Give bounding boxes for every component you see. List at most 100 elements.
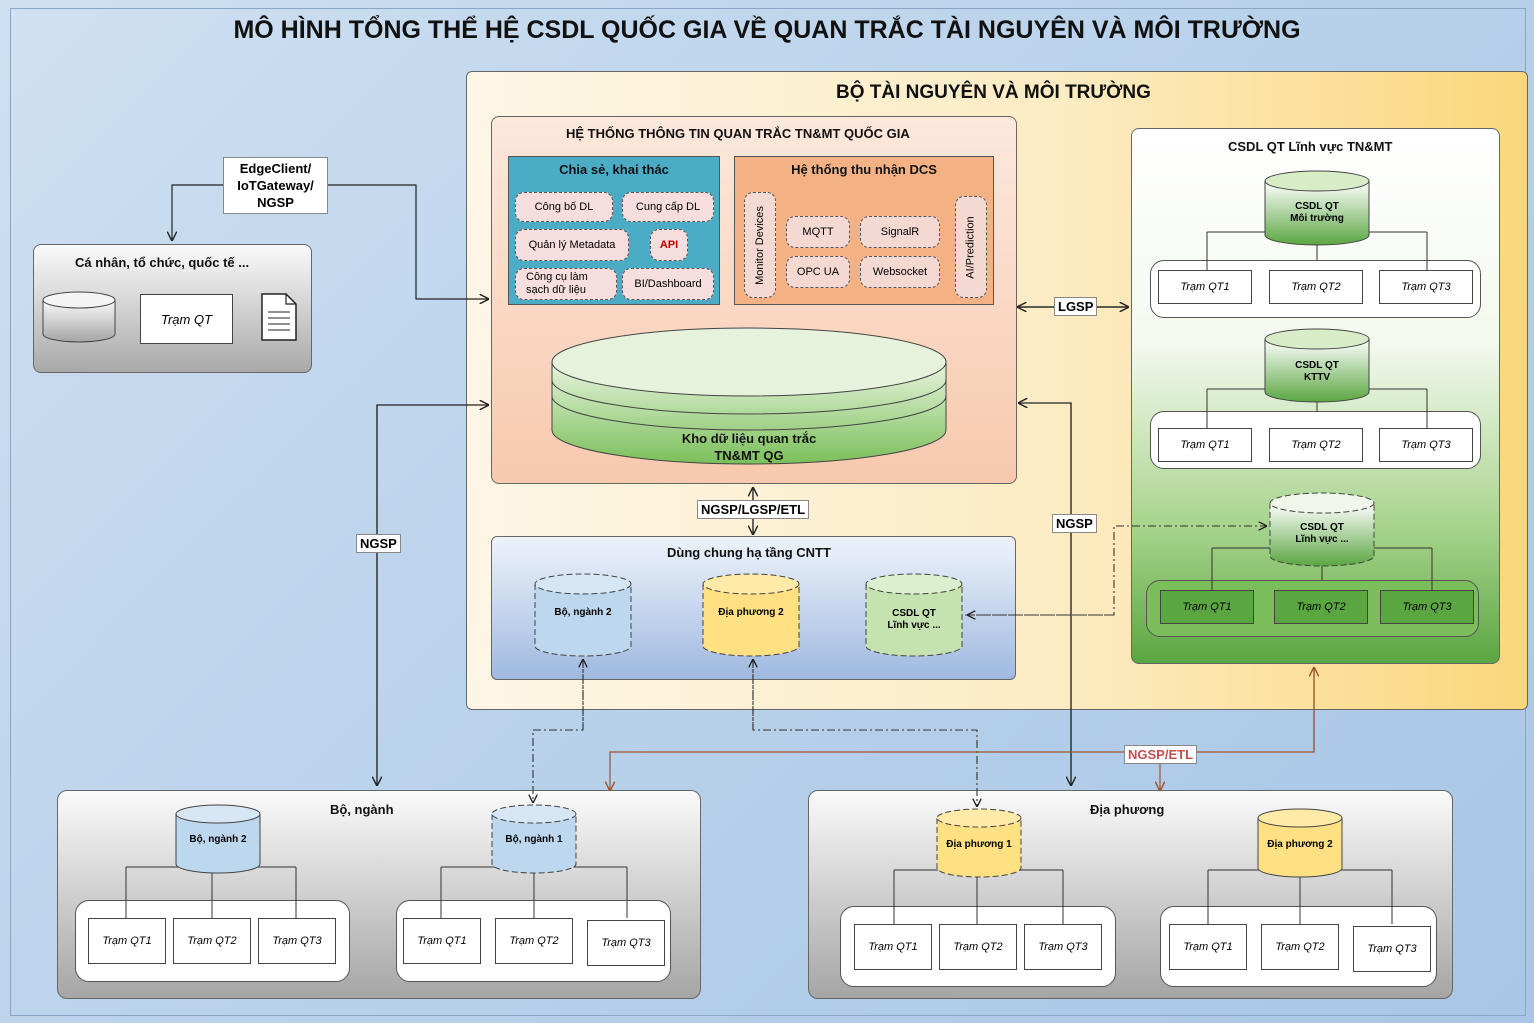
station: Trạm QT2 — [495, 918, 573, 964]
station: Trạm QT1 — [1160, 590, 1254, 624]
station: Trạm QT2 — [1261, 924, 1339, 970]
ministry-db-1: Bộ, ngành 1 — [492, 834, 576, 846]
sharing-title: Chia sẻ, khai thác — [559, 162, 669, 177]
ngsp-etl-label: NGSP/ETL — [1124, 745, 1198, 764]
ministry-db-1-label: Bộ, ngành 1 — [505, 834, 563, 845]
station: Trạm QT1 — [1158, 270, 1252, 304]
station-label: Trạm QT1 — [417, 935, 467, 947]
opc-ua-pill: OPC UA — [786, 256, 850, 288]
ai-prediction-pill: AI/Prediction — [955, 196, 987, 298]
station: Trạm QT1 — [1169, 924, 1247, 970]
station: Trạm QT2 — [173, 918, 251, 964]
station-label: Trạm QT2 — [1275, 941, 1325, 953]
metadata-pill: Quản lý Metadata — [515, 229, 629, 261]
individuals-station: Trạm QT — [140, 294, 233, 344]
opc-ua-label: OPC UA — [796, 265, 840, 278]
api-label: API — [659, 238, 679, 251]
shared-db-ministry2-label: Bộ, ngành 2 — [554, 607, 612, 618]
websocket-label: Websocket — [872, 265, 928, 278]
dcs-title: Hệ thống thu nhận DCS — [791, 162, 937, 177]
national-system-title: HỆ THỐNG THÔNG TIN QUAN TRẮC TN&MT QUỐC … — [566, 126, 910, 141]
station-label: Trạm QT3 — [1402, 601, 1452, 613]
station-label: Trạm QT2 — [187, 935, 237, 947]
mqtt-pill: MQTT — [786, 216, 850, 248]
warehouse-label-2: TN&MT QG — [714, 448, 784, 463]
station: Trạm QT3 — [1379, 270, 1473, 304]
provide-data-pill: Cung cấp DL — [622, 192, 714, 222]
websocket-pill: Websocket — [860, 256, 940, 288]
station-label: Trạm QT2 — [1291, 281, 1341, 293]
lgsp-label: LGSP — [1054, 297, 1098, 316]
station: Trạm QT1 — [1158, 428, 1252, 462]
publish-data-pill: Công bố DL — [515, 192, 613, 222]
signalr-label: SignalR — [880, 225, 920, 238]
station: Trạm QT1 — [88, 918, 166, 964]
station-label: Trạm QT3 — [272, 935, 322, 947]
ministry-db-2: Bộ, ngành 2 — [176, 834, 260, 846]
station: Trạm QT3 — [1353, 926, 1431, 972]
monitor-devices-label: Monitor Devices — [753, 205, 766, 285]
station: Trạm QT3 — [1380, 590, 1474, 624]
station: Trạm QT2 — [1269, 270, 1363, 304]
bi-dashboard-pill: BI/Dashboard — [622, 268, 714, 300]
edge-line-1: EdgeClient/ — [239, 161, 312, 176]
sector-db-other-label: CSDL QT Lĩnh vực ... — [1295, 522, 1349, 545]
locality-db-1-label: Địa phương 1 — [946, 839, 1012, 850]
station-label: Trạm QT2 — [1291, 439, 1341, 451]
locality-db-2-label: Địa phương 2 — [1267, 839, 1333, 850]
station: Trạm QT2 — [939, 924, 1017, 970]
shared-db-sector-label: CSDL QT Lĩnh vực ... — [887, 608, 941, 631]
edge-line-2: IoTGateway/ — [237, 178, 314, 193]
ministries-title: Bộ, ngành — [330, 802, 394, 817]
station: Trạm QT3 — [258, 918, 336, 964]
data-cleaning-label: Công cụ làm sạch dữ liệu — [526, 271, 588, 296]
station: Trạm QT1 — [854, 924, 932, 970]
sector-db-env: CSDL QT Môi trường — [1265, 201, 1369, 225]
monitor-devices-pill: Monitor Devices — [744, 192, 776, 298]
mqtt-label: MQTT — [802, 225, 834, 238]
station-label: Trạm QT1 — [1183, 941, 1233, 953]
station-label: Trạm QT2 — [1296, 601, 1346, 613]
station-label: Trạm QT1 — [1182, 601, 1232, 613]
station: Trạm QT2 — [1274, 590, 1368, 624]
station-label: Trạm QT3 — [1038, 941, 1088, 953]
locality-db-2: Địa phương 2 — [1258, 839, 1342, 851]
edge-client-label: EdgeClient/ IoTGateway/ NGSP — [223, 157, 328, 214]
ministry-db-2-label: Bộ, ngành 2 — [189, 834, 247, 845]
data-cleaning-pill: Công cụ làm sạch dữ liệu — [515, 268, 617, 300]
sector-db-kttv: CSDL QT KTTV — [1265, 360, 1369, 384]
individuals-station-label: Trạm QT — [160, 311, 213, 327]
station: Trạm QT3 — [587, 920, 665, 966]
shared-db-sector: CSDL QT Lĩnh vực ... — [866, 608, 962, 632]
station-label: Trạm QT3 — [601, 937, 651, 949]
station-label: Trạm QT1 — [1180, 281, 1230, 293]
station: Trạm QT2 — [1269, 428, 1363, 462]
station: Trạm QT3 — [1379, 428, 1473, 462]
signalr-pill: SignalR — [860, 216, 940, 248]
station-label: Trạm QT1 — [1180, 439, 1230, 451]
shared-infra-title: Dùng chung hạ tầng CNTT — [667, 545, 831, 560]
metadata-label: Quản lý Metadata — [528, 238, 616, 251]
ministry-title: BỘ TÀI NGUYÊN VÀ MÔI TRƯỜNG — [836, 82, 1151, 103]
provide-data-label: Cung cấp DL — [635, 200, 701, 213]
ngsp-right-label: NGSP — [1052, 514, 1097, 533]
sector-db-kttv-label: CSDL QT KTTV — [1295, 360, 1339, 383]
station-label: Trạm QT3 — [1367, 943, 1417, 955]
station-label: Trạm QT2 — [509, 935, 559, 947]
station-label: Trạm QT1 — [868, 941, 918, 953]
sector-db-other: CSDL QT Lĩnh vực ... — [1270, 522, 1374, 546]
station: Trạm QT3 — [1024, 924, 1102, 970]
ngsp-left-label: NGSP — [356, 534, 401, 553]
ai-prediction-label: AI/Prediction — [964, 215, 977, 279]
station-label: Trạm QT3 — [1401, 281, 1451, 293]
publish-data-label: Công bố DL — [534, 200, 594, 213]
sector-db-env-label: CSDL QT Môi trường — [1290, 201, 1344, 224]
shared-db-locality2-label: Địa phương 2 — [718, 607, 784, 618]
ngsp-lgsp-etl-label: NGSP/LGSP/ETL — [697, 500, 810, 519]
edge-line-3: NGSP — [257, 195, 294, 210]
station: Trạm QT1 — [403, 918, 481, 964]
shared-db-locality2: Địa phương 2 — [703, 607, 799, 619]
individuals-title: Cá nhân, tổ chức, quốc tế ... — [75, 255, 250, 270]
station-label: Trạm QT2 — [953, 941, 1003, 953]
localities-title: Địa phương — [1090, 802, 1165, 817]
